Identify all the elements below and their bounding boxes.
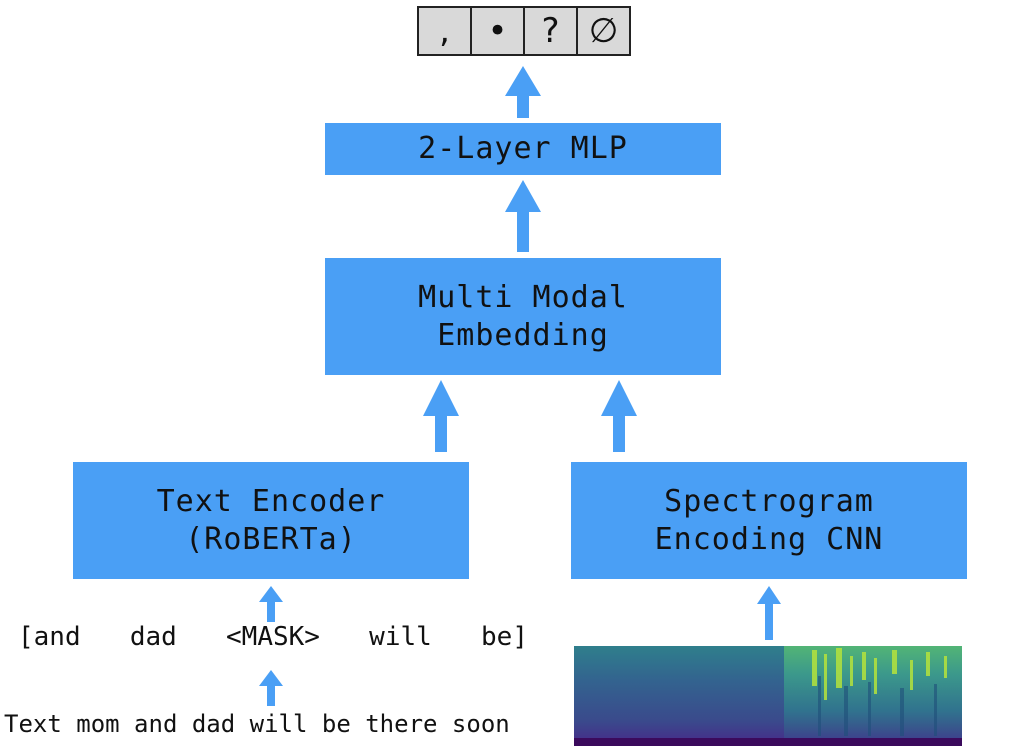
token: be] bbox=[481, 622, 528, 652]
arrow-embedding-to-mlp-icon bbox=[505, 180, 541, 252]
arrow-tokens-to-encoder-icon bbox=[259, 586, 283, 622]
output-classes: , • ? ∅ bbox=[417, 6, 631, 56]
token-mask: <MASK> bbox=[226, 622, 320, 652]
mlp-box: 2-Layer MLP bbox=[325, 123, 721, 175]
multimodal-embedding-box: Multi Modal Embedding bbox=[325, 258, 721, 375]
output-comma: , bbox=[419, 8, 472, 54]
arrow-mlp-to-output-icon bbox=[505, 66, 541, 118]
arrow-sentence-to-tokens-icon bbox=[259, 670, 283, 706]
arrow-text-to-embedding-icon bbox=[423, 380, 459, 452]
token: will bbox=[369, 622, 432, 652]
text-encoder-label-line2: (RoBERTa) bbox=[185, 521, 357, 557]
output-question: ? bbox=[525, 8, 578, 54]
masked-token-sequence: [and dad <MASK> will be] bbox=[18, 622, 528, 652]
multimodal-label-line1: Multi Modal bbox=[418, 279, 628, 315]
input-sentence: Text mom and dad will be there soon bbox=[4, 710, 510, 738]
spectrogram-cnn-label-line2: Encoding CNN bbox=[654, 521, 884, 557]
token: [and bbox=[18, 622, 81, 652]
spectrogram-cnn-label-line1: Spectrogram bbox=[664, 483, 874, 519]
output-period: • bbox=[472, 8, 525, 54]
spectrogram-image bbox=[574, 646, 962, 746]
spectrogram-cnn-box: Spectrogram Encoding CNN bbox=[571, 462, 967, 579]
text-encoder-label-line1: Text Encoder bbox=[156, 483, 386, 519]
arrow-spectrogram-to-cnn-icon bbox=[757, 586, 781, 640]
output-none: ∅ bbox=[578, 8, 629, 54]
mlp-label: 2-Layer MLP bbox=[418, 131, 628, 166]
multimodal-label-line2: Embedding bbox=[437, 317, 609, 353]
text-encoder-box: Text Encoder (RoBERTa) bbox=[73, 462, 469, 579]
arrow-spectro-to-embedding-icon bbox=[601, 380, 637, 452]
token: dad bbox=[129, 622, 177, 652]
